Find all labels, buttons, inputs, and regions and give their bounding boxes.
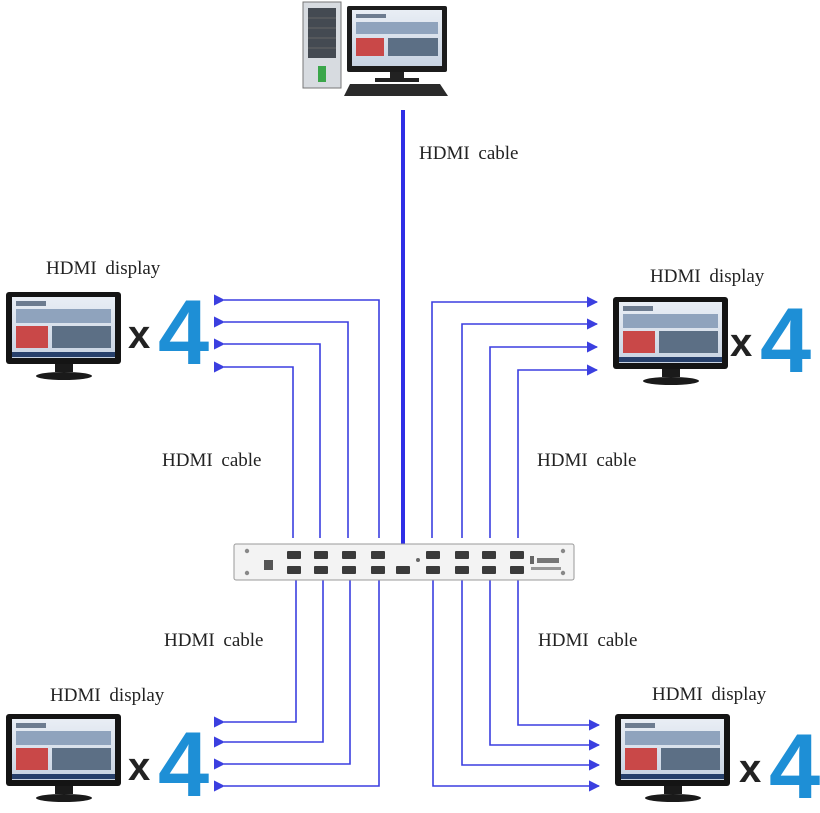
cables-lower-left bbox=[213, 580, 380, 792]
hdmi-splitter-icon bbox=[233, 543, 575, 581]
cable-label-mid-left: HDMI cable bbox=[162, 450, 262, 471]
multiplier-x: x bbox=[739, 747, 761, 791]
multiplier-bottom-right: x 4 bbox=[739, 716, 820, 813]
multiplier-number: 4 bbox=[158, 282, 209, 384]
cables-lower-right bbox=[432, 580, 601, 792]
desktop-computer-icon bbox=[302, 1, 448, 96]
monitor-icon bbox=[615, 714, 730, 802]
display-label-top-left: HDMI display bbox=[46, 258, 161, 279]
cable-label-top: HDMI cable bbox=[419, 143, 519, 164]
cables-upper-left bbox=[213, 294, 380, 538]
cable-label-mid-right: HDMI cable bbox=[537, 450, 637, 471]
display-label-bottom-left: HDMI display bbox=[50, 685, 165, 706]
multiplier-bottom-left: x 4 bbox=[128, 714, 209, 813]
multiplier-top-right: x 4 bbox=[730, 290, 811, 392]
cable-label-low-right: HDMI cable bbox=[538, 630, 638, 651]
display-label-bottom-right: HDMI display bbox=[652, 684, 767, 705]
multiplier-x: x bbox=[128, 745, 150, 789]
multiplier-x: x bbox=[730, 321, 752, 365]
cable-label-low-left: HDMI cable bbox=[164, 630, 264, 651]
multiplier-top-left: x 4 bbox=[128, 282, 209, 384]
multiplier-number: 4 bbox=[769, 716, 820, 808]
multiplier-number: 4 bbox=[760, 290, 811, 392]
multiplier-x: x bbox=[128, 313, 150, 357]
monitor-icon bbox=[6, 292, 121, 380]
display-label-top-right: HDMI display bbox=[650, 266, 765, 287]
monitor-icon bbox=[6, 714, 121, 802]
cables-upper-right bbox=[431, 296, 599, 538]
monitor-icon bbox=[613, 297, 728, 385]
multiplier-number: 4 bbox=[158, 714, 209, 808]
